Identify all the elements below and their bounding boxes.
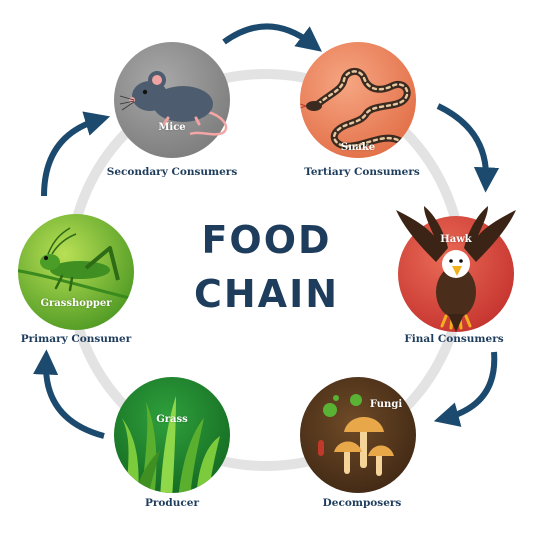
node-label-hawk: Hawk [440,234,472,245]
node-label-fungi: Fungi [369,399,403,410]
mouse-icon [119,71,228,136]
hawk-icon [396,206,516,332]
caption-tertiary-consumers: Tertiary Consumers [304,166,420,178]
node-mice [114,42,230,158]
node-hawk [396,206,516,332]
title-line-2: CHAIN [193,272,340,316]
caption-primary-consumer: Primary Consumer [20,333,132,345]
node-fungi [300,377,416,493]
node-label-mice: Mice [158,122,186,133]
snake-icon [300,68,416,150]
mushroom-icon [318,394,394,476]
grasshopper-icon [18,227,134,302]
node-grass [114,377,230,493]
cycle-arrow-icon [32,23,500,439]
node-label-grass: Grass [156,414,188,425]
caption-decomposers: Decomposers [322,497,402,509]
node-label-grasshopper: Grasshopper [40,298,112,309]
node-label-snake: Snake [340,142,376,153]
caption-producer: Producer [144,497,199,509]
title-line-1: FOOD [201,218,332,262]
caption-secondary-consumers: Secondary Consumers [106,166,238,178]
node-snake [300,42,416,158]
grass-icon [122,396,220,493]
node-grasshopper [18,214,134,330]
caption-final-consumers: Final Consumers [404,333,504,345]
